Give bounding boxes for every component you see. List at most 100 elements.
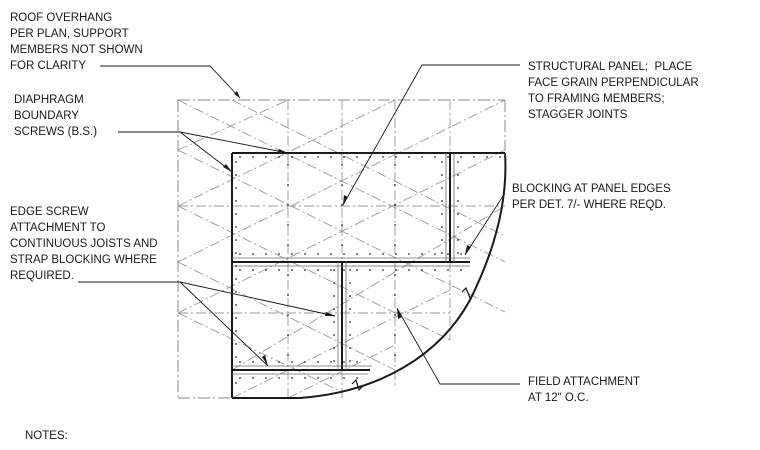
- screw-dot: [235, 369, 237, 371]
- screw-dot: [235, 265, 237, 267]
- screw-dot: [317, 253, 319, 255]
- screw-dot: [369, 253, 371, 255]
- leader-blocking: [464, 192, 506, 256]
- screw-dot: [421, 269, 423, 271]
- screw-dot: [330, 361, 332, 363]
- screw-dot: [235, 382, 237, 384]
- screw-dot: [287, 314, 289, 316]
- screw-dot: [304, 377, 306, 379]
- screw-dot: [394, 204, 396, 206]
- screw-dot: [343, 253, 345, 255]
- screw-dot: [434, 156, 436, 158]
- screw-dot: [235, 226, 237, 228]
- screw-dot: [291, 361, 293, 363]
- screw-dot: [235, 252, 237, 254]
- screw-dot: [317, 156, 319, 158]
- screw-dot: [287, 184, 289, 186]
- screw-dot: [235, 356, 237, 358]
- screw-dot: [287, 224, 289, 226]
- screw-dot: [394, 224, 396, 226]
- screw-dot: [304, 253, 306, 255]
- screw-dot: [291, 253, 293, 255]
- screw-dot: [265, 269, 267, 271]
- screw-dot: [287, 244, 289, 246]
- screw-dot: [333, 308, 335, 310]
- screw-dot: [333, 360, 335, 362]
- screw-dot: [341, 184, 343, 186]
- screw-dot: [235, 174, 237, 176]
- leader-structural-panel: [342, 64, 520, 206]
- screw-dot: [408, 253, 410, 255]
- screw-dot: [265, 156, 267, 158]
- screw-dot: [330, 253, 332, 255]
- screw-dot: [278, 156, 280, 158]
- screw-dot: [287, 274, 289, 276]
- screw-dot: [395, 156, 397, 158]
- blocking-lines: [232, 153, 470, 375]
- screw-dot: [304, 361, 306, 363]
- screw-dot: [252, 361, 254, 363]
- screw-dot: [457, 239, 459, 241]
- screw-dot: [382, 156, 384, 158]
- leader-lines: [78, 64, 520, 385]
- screw-dot: [304, 269, 306, 271]
- screw-dot: [343, 377, 345, 379]
- screw-dot: [333, 269, 335, 271]
- screw-dot: [356, 377, 358, 379]
- screw-dot: [333, 282, 335, 284]
- screw-dot: [408, 269, 410, 271]
- note-structural-panel: STRUCTURAL PANEL; PLACE FACE GRAIN PERPE…: [528, 61, 699, 121]
- screw-dot: [252, 156, 254, 158]
- screw-dot: [421, 156, 423, 158]
- screw-dot: [278, 361, 280, 363]
- screw-dot: [382, 253, 384, 255]
- screw-dot: [457, 226, 459, 228]
- screw-dot: [252, 253, 254, 255]
- screw-dot: [457, 174, 459, 176]
- screw-dot: [317, 361, 319, 363]
- screw-dot: [394, 244, 396, 246]
- screw-dot: [278, 253, 280, 255]
- screw-dot: [330, 269, 332, 271]
- screw-dot: [441, 200, 443, 202]
- screw-dot: [349, 334, 351, 336]
- screw-dot: [341, 204, 343, 206]
- screw-dot: [434, 253, 436, 255]
- screw-dot: [460, 253, 462, 255]
- screw-dot: [330, 156, 332, 158]
- screw-dot: [287, 354, 289, 356]
- screw-dot: [333, 347, 335, 349]
- screw-dot: [333, 321, 335, 323]
- screw-dot: [291, 377, 293, 379]
- screw-dot: [239, 156, 241, 158]
- screw-dot: [235, 213, 237, 215]
- screw-dot: [287, 294, 289, 296]
- screw-dot: [265, 253, 267, 255]
- screw-dot: [235, 278, 237, 280]
- screw-dot: [349, 295, 351, 297]
- screw-dot: [356, 253, 358, 255]
- screw-dot: [395, 253, 397, 255]
- screw-dot: [499, 156, 501, 158]
- screw-dot: [473, 156, 475, 158]
- screw-dot: [291, 156, 293, 158]
- screw-dot: [235, 343, 237, 345]
- screw-dot: [460, 156, 462, 158]
- screw-dot: [235, 304, 237, 306]
- leader-edge-screw-2: [179, 281, 269, 367]
- screw-dot: [252, 269, 254, 271]
- screw-dot: [441, 174, 443, 176]
- screw-dot: [349, 282, 351, 284]
- note-diaphragm-boundary: DIAPHRAGM BOUNDARY SCREWS (B.S.): [14, 94, 98, 138]
- screw-dot: [235, 200, 237, 202]
- screw-dot: [239, 269, 241, 271]
- screw-dots: [235, 156, 501, 384]
- screw-dot: [460, 269, 462, 271]
- notes-title: NOTES:: [25, 430, 68, 442]
- leader-arrowheads: [223, 91, 471, 366]
- screw-dot: [457, 200, 459, 202]
- screw-dot: [252, 377, 254, 379]
- screw-dot: [278, 377, 280, 379]
- screw-dot: [356, 156, 358, 158]
- screw-dot: [394, 314, 396, 316]
